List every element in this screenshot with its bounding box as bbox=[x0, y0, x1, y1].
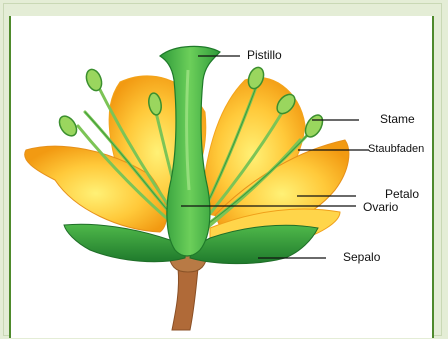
label-ovario: Ovario bbox=[363, 200, 398, 214]
stem bbox=[172, 268, 198, 330]
label-petalo: Petalo bbox=[385, 187, 419, 201]
sepal-left bbox=[64, 224, 185, 261]
label-stame: Stame bbox=[380, 112, 415, 126]
anther-2 bbox=[56, 113, 80, 139]
anther-1 bbox=[84, 67, 105, 92]
label-staubfaden: Staubfaden bbox=[368, 143, 424, 155]
label-pistillo: Pistillo bbox=[247, 48, 282, 62]
label-sepalo: Sepalo bbox=[343, 250, 380, 264]
